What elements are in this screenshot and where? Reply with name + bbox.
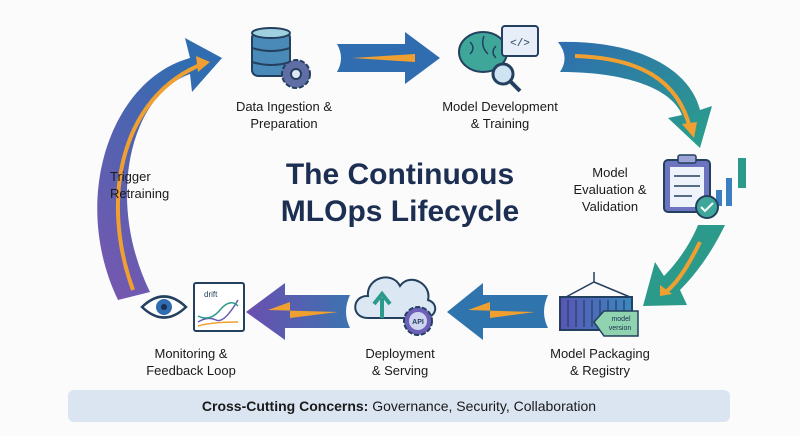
tag-text-2: version (609, 325, 632, 332)
arrow-deployment-to-monitoring (246, 283, 350, 340)
arrow-evaluation-to-packaging (643, 225, 725, 306)
tag-text-1: model (611, 316, 631, 323)
drift-label: drift (204, 290, 218, 299)
stage-model-evaluation: Model Evaluation & Validation (565, 164, 655, 215)
brain-code-icon: </> (458, 25, 539, 93)
database-gear-icon (251, 27, 311, 89)
stage-monitoring: Monitoring & Feedback Loop (128, 345, 254, 379)
api-badge: API (412, 319, 424, 326)
diagram-title: The Continuous MLOps Lifecycle (230, 156, 570, 230)
eye-drift-chart-icon: drift (140, 282, 245, 332)
stage-deployment: Deployment & Serving (345, 345, 455, 379)
title-line-2: MLOps Lifecycle (280, 195, 520, 228)
stage-label-line: & Training (470, 116, 530, 131)
loop-label-line: Retraining (110, 186, 170, 201)
concerns-list: Governance, Security, Collaboration (368, 398, 597, 414)
arrow-ingestion-to-development (337, 32, 440, 84)
stage-model-packaging: Model Packaging & Registry (530, 345, 670, 379)
stage-label-line: Model Packaging (550, 346, 650, 361)
title-line-1: The Continuous (285, 158, 515, 191)
concerns-heading: Cross-Cutting Concerns: (201, 398, 369, 414)
stage-label-line: Monitoring & (154, 346, 228, 361)
stage-label-line: Data Ingestion & (235, 99, 333, 114)
container-tag-icon: model version (559, 272, 639, 337)
stage-label-line: & Registry (570, 363, 630, 378)
stage-label-line: Validation (581, 199, 639, 214)
stage-label-line: Evaluation & (573, 182, 647, 197)
cloud-api-icon: API (354, 276, 437, 336)
loop-label-line: Trigger (110, 169, 151, 184)
arrow-packaging-to-deployment (447, 283, 548, 340)
loop-arrow (97, 38, 222, 300)
stage-label-line: Deployment (365, 346, 435, 361)
svg-text:</>: </> (510, 38, 530, 50)
stage-data-ingestion: Data Ingestion & Preparation (216, 98, 352, 132)
stage-label-line: & Serving (371, 363, 429, 378)
cross-cutting-concerns-bar: Cross-Cutting Concerns: Governance, Secu… (68, 390, 730, 422)
stage-label-line: Model (592, 165, 628, 180)
trigger-retraining-label: Trigger Retraining (110, 168, 190, 202)
arrow-development-to-evaluation (558, 41, 712, 149)
stage-label-line: Feedback Loop (146, 363, 236, 378)
stage-label-line: Model Development (442, 99, 558, 114)
clipboard-chart-icon (663, 154, 746, 219)
stage-label-line: Preparation (250, 116, 318, 131)
stage-model-development: Model Development & Training (425, 98, 575, 132)
